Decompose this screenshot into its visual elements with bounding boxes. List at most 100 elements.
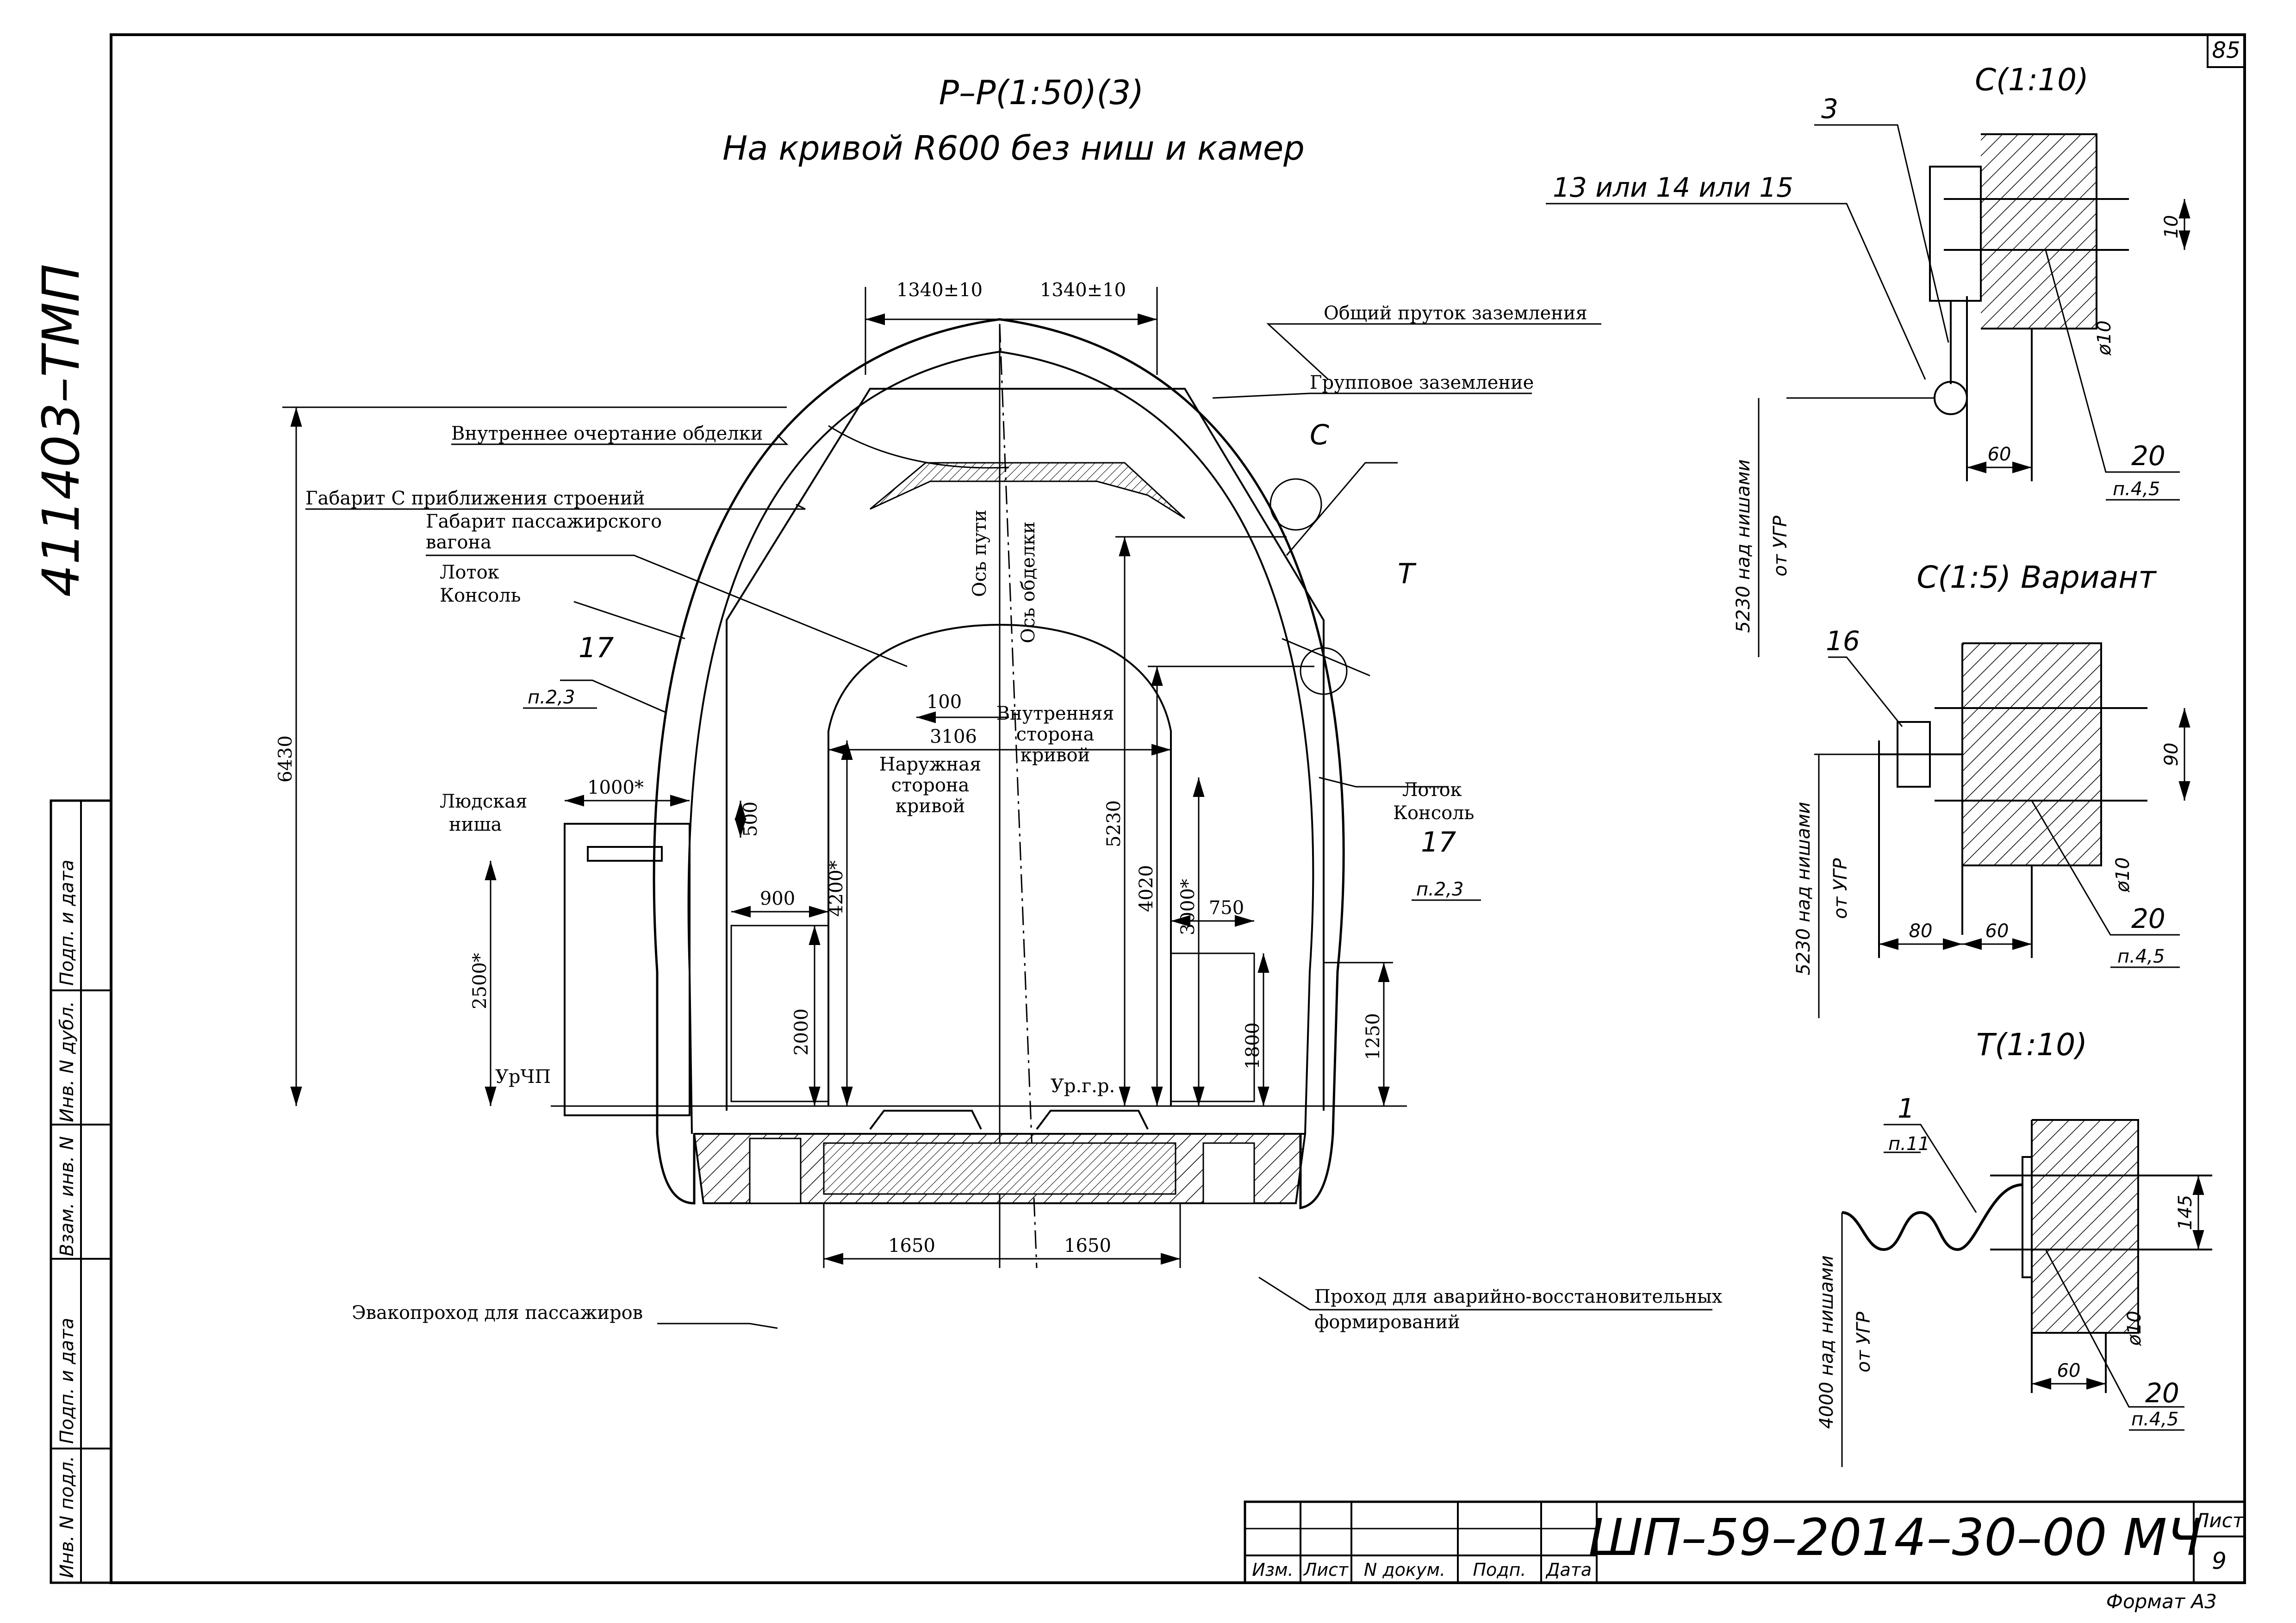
tb-header-sign: Подп. (1473, 1560, 1526, 1580)
c1-d10: 10 (2161, 215, 2182, 239)
c1-height-2: от УГР (1770, 515, 1791, 576)
t-pos20: 20 (2145, 1377, 2179, 1409)
dim-1250: 1250 (1363, 1013, 1384, 1060)
label-group-ground: Групповое заземление (1310, 372, 1534, 393)
sheet-frame (50, 33, 2246, 1584)
label-evac: Эвакопроход для пассажиров (352, 1302, 643, 1324)
tunnel-section (551, 318, 1407, 1269)
dim-1650-right: 1650 (1064, 1235, 1111, 1256)
dim-1000: 1000* (587, 777, 644, 798)
lining-axis-line (999, 323, 1038, 1269)
dim-top-left: 1340±10 (896, 280, 983, 301)
label-urgr: Ур.г.р. (1051, 1076, 1115, 1097)
dim-750: 750 (1209, 897, 1244, 919)
label-outer-side-2: сторона (891, 775, 970, 796)
side-stamp-label: Инв. N дубл. (56, 1001, 78, 1122)
t-phi10: ø10 (2124, 1311, 2145, 1346)
label-passenger-gauge-2: вагона (426, 532, 492, 553)
side-stamp-label: Взам. инв. N (56, 1136, 78, 1256)
tb-header-doc: N докум. (1364, 1560, 1445, 1580)
dim-top-right: 1340±10 (1040, 280, 1126, 301)
dim-900: 900 (760, 888, 795, 909)
label-inner-side-3: кривой (1020, 745, 1090, 766)
label-passenger-gauge-1: Габарит пассажирского (426, 511, 662, 532)
detail-c2-title: С(1:5) Вариант (1916, 560, 2157, 595)
pantograph (870, 462, 1186, 519)
detail-c1 (1546, 124, 2190, 657)
dim-5230: 5230 (1103, 800, 1125, 847)
c1-d60: 60 (1988, 444, 2011, 465)
main-dim-texts: 1340±10 1340±10 6430 1000* 500 900 2500*… (275, 280, 1384, 1256)
detail-t (1841, 1119, 2212, 1467)
dim-1800: 1800 (1242, 1022, 1263, 1070)
dim-3000: 3000* (1177, 879, 1199, 935)
detail-c2-texts: 16 90 ø10 80 60 20 п.4,5 5230 над нишами… (1793, 625, 2182, 975)
label-gauge-c: Габарит С приближения строений (305, 488, 645, 509)
label-emergency-1: Проход для аварийно-восстановительных (1314, 1286, 1723, 1307)
label-tray-left: Лоток (440, 562, 499, 583)
callout-c: С (1310, 419, 1329, 451)
t-height-1: 4000 над нишами (1816, 1256, 1837, 1429)
main-leaders (305, 323, 1712, 1329)
t-height-2: от УГР (1853, 1311, 1874, 1372)
c2-d60: 60 (1985, 920, 2009, 942)
main-callouts: С Т 17 п.2,3 17 п.2,3 (528, 419, 1463, 900)
dim-2500: 2500* (469, 953, 491, 1009)
label-lining-axis: Ось обделки (1018, 522, 1039, 643)
c2-pos20-note: п.4,5 (2117, 946, 2165, 967)
label-console-right: Консоль (1393, 802, 1474, 824)
c2-height-2: от УГР (1830, 858, 1851, 919)
label-common-ground: Общий пруток заземления (1324, 303, 1587, 324)
side-stamp-label: Подп. и дата (56, 1318, 78, 1444)
side-stamp-label: Подп. и дата (56, 860, 78, 986)
t-d145: 145 (2175, 1195, 2196, 1230)
label-people-niche-1: Людская (440, 791, 527, 812)
label-inner-side-1: Внутренняя (996, 703, 1114, 724)
c1-pos13: 13 или 14 или 15 (1553, 172, 1793, 203)
side-code: 411403–ТМП (31, 264, 91, 597)
t-pos1-note: п.11 (1888, 1133, 1930, 1155)
label-inner-side-2: сторона (1016, 724, 1095, 745)
outer-lining (653, 318, 1345, 1209)
dim-6430: 6430 (275, 735, 296, 783)
label-emergency-2: формирований (1314, 1312, 1460, 1333)
t-pos1: 1 (1898, 1093, 1915, 1124)
tb-header-izm: Изм. (1252, 1560, 1293, 1580)
dim-2000: 2000 (791, 1008, 812, 1056)
dim-100: 100 (927, 691, 962, 713)
dim-1650-left: 1650 (888, 1235, 935, 1256)
label-track-axis: Ось пути (969, 510, 990, 597)
label-outer-side-3: кривой (896, 796, 965, 817)
detail-t-title: Т(1:10) (1976, 1027, 2087, 1063)
main-view-title: Р–Р(1:50)(3) (939, 73, 1144, 112)
c2-height-1: 5230 над нишами (1793, 802, 1814, 976)
people-niche (564, 823, 691, 1116)
tb-header-list: Лист (1303, 1560, 1349, 1580)
label-urchp: УрЧП (495, 1066, 551, 1088)
c1-pos20-note: п.4,5 (2113, 479, 2160, 500)
dim-500: 500 (740, 802, 761, 837)
pos17-left-note: п.2,3 (528, 687, 575, 708)
c1-pos3: 3 (1821, 93, 1838, 124)
c2-pos20: 20 (2131, 903, 2165, 934)
stamp-code: ШП–59–2014–30–00 МЧ (1588, 1508, 2202, 1567)
c2-pos16: 16 (1826, 625, 1860, 657)
detail-t-texts: 1 п.11 145 ø10 60 20 п.4,5 4000 над ниша… (1816, 1093, 2196, 1430)
detail-c2 (1814, 642, 2190, 1018)
tb-header-date: Дата (1545, 1560, 1592, 1580)
callout-t: Т (1398, 558, 1417, 590)
t-pos20-note: п.4,5 (2131, 1409, 2178, 1430)
side-stamp-labels: Подп. и дата Инв. N дубл. Взам. инв. N П… (56, 860, 78, 1578)
detail-c1-texts: 3 13 или 14 или 15 10 ø10 60 20 п.4,5 52… (1553, 93, 2182, 633)
label-tray-right: Лоток (1402, 779, 1462, 801)
dim-4200: 4200* (826, 860, 847, 917)
sheet-label: Лист (2194, 1509, 2245, 1532)
label-people-niche-2: ниша (449, 814, 502, 835)
format-label: Формат А3 (2106, 1590, 2217, 1613)
label-inner-lining: Внутреннее очертание обделки (451, 423, 763, 444)
pos17-left: 17 (579, 632, 614, 664)
t-d60: 60 (2057, 1360, 2081, 1381)
dim-4020: 4020 (1136, 865, 1157, 912)
c1-pos20: 20 (2131, 440, 2165, 472)
